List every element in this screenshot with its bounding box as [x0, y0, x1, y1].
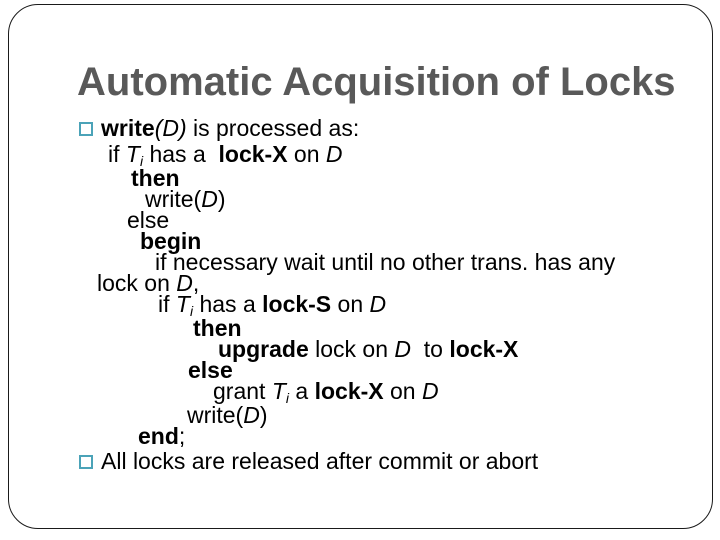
text-segment: end — [138, 423, 179, 449]
text-segment: write( — [187, 402, 244, 428]
code-line: lock on D, — [0, 270, 720, 296]
text-segment: begin — [140, 228, 202, 254]
text-segment: lock-X — [218, 141, 288, 167]
code-line: else — [0, 357, 720, 383]
text-segment: i — [139, 153, 144, 169]
text-segment: else — [188, 357, 233, 383]
bullet-square-icon — [79, 122, 93, 136]
text-segment: T — [271, 378, 286, 404]
code-line: grant Ti a lock-X on D — [0, 378, 720, 407]
text-segment: write — [101, 115, 155, 141]
text-segment: then — [131, 165, 180, 191]
text-segment: write( — [145, 186, 202, 212]
code-line: begin — [0, 228, 720, 254]
text-segment: if — [108, 141, 126, 167]
text-segment: All locks are released after commit or a… — [101, 448, 539, 474]
code-line: if Ti has a lock-S on D — [0, 291, 720, 320]
text-segment: D — [369, 291, 387, 317]
text-segment: T — [125, 141, 140, 167]
text-segment: on — [287, 141, 326, 167]
text-segment: on — [331, 291, 370, 317]
text-segment: a — [289, 378, 315, 404]
text-segment: then — [193, 315, 242, 341]
text-segment: lock on — [97, 270, 177, 296]
code-line: upgrade lock on D to lock-X — [0, 336, 720, 362]
text-segment: is processed as: — [186, 115, 360, 141]
slide-title: Automatic Acquisition of Locks — [77, 60, 676, 104]
text-segment: has a — [143, 141, 219, 167]
text-segment: (D) — [154, 115, 187, 141]
text-segment: ) — [259, 402, 268, 428]
text-segment: lock-X — [314, 378, 384, 404]
text-segment: D — [201, 186, 218, 212]
text-segment: else — [127, 207, 170, 233]
code-line: else — [0, 207, 720, 233]
text-segment: ) — [217, 186, 226, 212]
text-segment: lock-X — [449, 336, 519, 362]
text-segment: has a — [193, 291, 263, 317]
slide-body: write(D) is processed as:if Ti has a loc… — [0, 115, 720, 474]
bullet-square-icon — [79, 455, 93, 469]
text-segment: , — [192, 270, 200, 296]
bullet-item: All locks are released after commit or a… — [0, 448, 720, 474]
text-segment: i — [285, 390, 290, 406]
code-line: if Ti has a lock-X on D — [0, 141, 720, 170]
text-segment: D — [394, 336, 412, 362]
text-segment: lock on — [308, 336, 395, 362]
text-segment: lock-S — [262, 291, 332, 317]
text-segment: T — [175, 291, 190, 317]
code-line: if necessary wait until no other trans. … — [0, 249, 720, 275]
text-segment: if necessary wait until no other trans. … — [155, 249, 616, 275]
text-segment: D — [176, 270, 193, 296]
text-segment: ; — [178, 423, 186, 449]
text-segment: D — [422, 378, 439, 404]
bullet-item: write(D) is processed as: — [0, 115, 720, 141]
text-segment: to — [411, 336, 450, 362]
code-line: write(D) — [0, 402, 720, 428]
text-segment: D — [325, 141, 343, 167]
text-segment: upgrade — [218, 336, 309, 362]
text-segment: if — [158, 291, 176, 317]
code-line: then — [0, 315, 720, 341]
code-line: write(D) — [0, 186, 720, 212]
code-line: end; — [0, 423, 720, 449]
text-segment: grant — [213, 378, 272, 404]
text-segment: D — [243, 402, 260, 428]
text-segment: i — [189, 303, 194, 319]
code-line: then — [0, 165, 720, 191]
text-segment: on — [383, 378, 422, 404]
